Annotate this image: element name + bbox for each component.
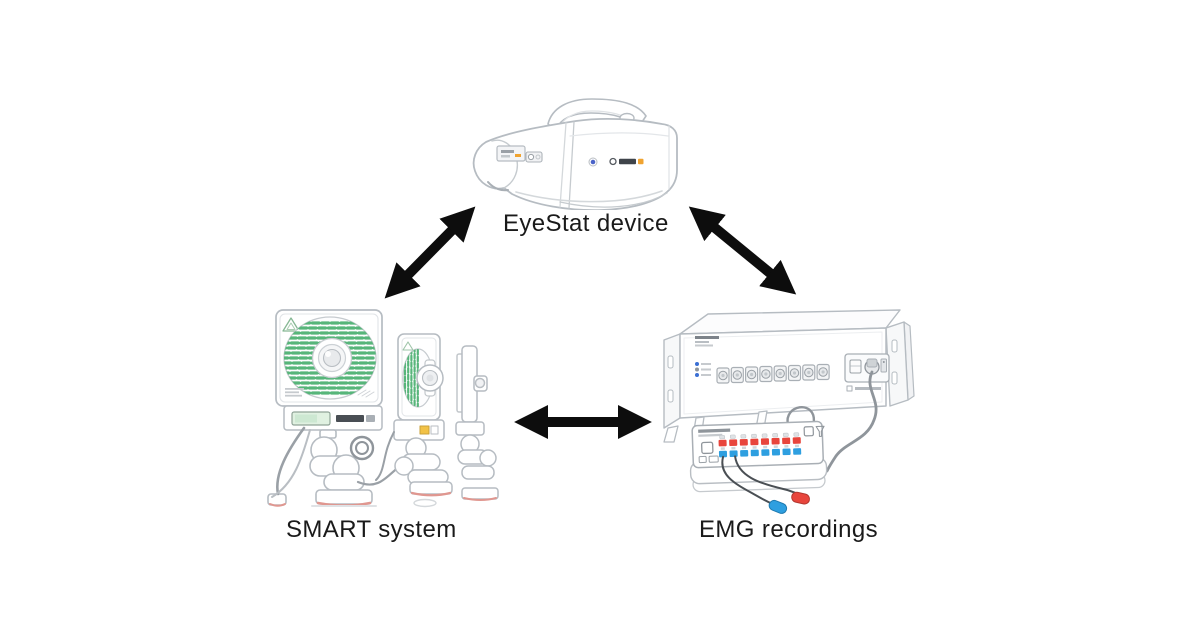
smart-triangle-logo-icon	[282, 317, 300, 332]
arrow-eyestat-smart	[384, 206, 476, 299]
smart-cable	[276, 426, 306, 496]
smart-system-label: SMART system	[286, 516, 457, 543]
eyestat-status-led-icon	[588, 157, 598, 167]
rack-power-module	[844, 353, 890, 383]
eyestat-label: EyeStat device	[503, 210, 669, 237]
emg-recordings-label: EMG recordings	[699, 516, 878, 543]
power-switch	[880, 358, 887, 373]
smart-display	[291, 411, 331, 426]
rack-status-leds	[695, 362, 711, 377]
electrode-tip-blue	[768, 499, 788, 514]
eyestat-body	[472, 117, 678, 210]
smart-camera-medium	[393, 333, 445, 441]
floor-ring	[413, 498, 437, 508]
arrow-eyestat-emg	[688, 206, 797, 295]
smart-camera-large	[275, 309, 383, 431]
eyestat-camera-module	[525, 151, 543, 163]
rack-ear-left	[663, 333, 681, 429]
smart-model-badge	[336, 415, 364, 422]
eyestat-device-illustration	[472, 98, 678, 210]
emg-rack-amplifier	[663, 309, 915, 443]
emg-electrode-box	[689, 406, 828, 514]
smart-mount-large	[267, 429, 375, 506]
smart-camera-lens	[311, 337, 353, 379]
rack-channel-connectors	[716, 363, 830, 384]
emg-power-cable	[825, 370, 878, 473]
emg-hardware-illustration	[663, 309, 915, 514]
eyestat-front-label	[496, 145, 526, 162]
electrode-box-connectors	[718, 432, 802, 458]
electrode-tip-red	[791, 491, 810, 505]
smart-yellow-connector	[419, 425, 430, 435]
eyestat-brand-logo-icon	[609, 157, 644, 166]
smart-system-illustration	[267, 309, 499, 508]
smart-mount-medium	[394, 437, 453, 495]
smart-camera-profile	[455, 345, 499, 500]
